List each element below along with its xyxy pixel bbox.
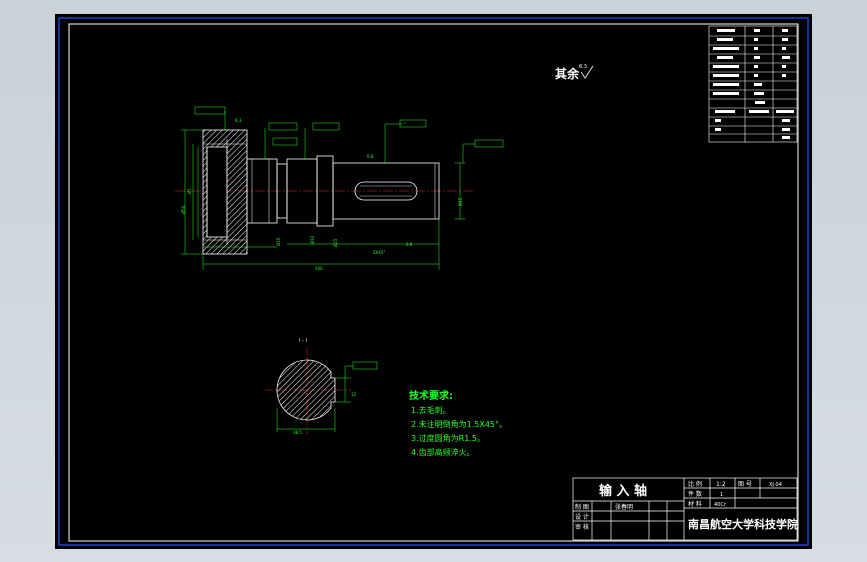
svg-text:200: 200 (315, 266, 323, 271)
svg-text:2X45°: 2X45° (373, 250, 385, 255)
material-label: 材 料 (688, 500, 702, 508)
section-dim-label: 38.5 (293, 430, 302, 435)
sheet-border-outer (58, 17, 809, 546)
tech-item-2: 2.未注明倒角为1.5X45°。 (411, 419, 507, 429)
technical-requirements: 技术要求: 1.去毛刺。 2.未注明倒角为1.5X45°。 3.过度圆角为R1.… (409, 389, 507, 457)
scale-label: 比 例 (688, 480, 702, 488)
tech-title: 技术要求: (409, 389, 453, 402)
tech-item-4: 4.齿部高频淬火。 (411, 447, 475, 457)
roughness-value: 6.3 (579, 64, 587, 70)
scale-value: 1:2 (716, 481, 726, 488)
svg-text:Ø25: Ø25 (333, 238, 338, 247)
gear-parameter-table (708, 25, 798, 143)
table-cell-marks (713, 29, 794, 139)
section-view (265, 347, 351, 434)
quantity-value: 1 (720, 492, 723, 498)
roughness-symbol-icon (580, 65, 594, 79)
part-name: 输 入 轴 (599, 483, 647, 499)
title-block-text: 输 入 轴 比 例 1:2 图 号 XJ-04 件 数 1 材 料 40Cr 制… (575, 480, 798, 531)
school-name: 南昌航空大学科技学院 (688, 517, 798, 531)
drafter-label: 制 图 (575, 503, 589, 511)
svg-text:Ø35: Ø35 (276, 237, 281, 246)
drawing-sheet[interactable]: 其余 6.3 (55, 14, 812, 549)
svg-text:Ø1: Ø1 (187, 188, 192, 194)
roughness-note: 其余 (555, 66, 580, 81)
section-label: I - I (299, 338, 307, 344)
svg-text:0.8: 0.8 (367, 154, 374, 159)
svg-text:0.8: 0.8 (406, 242, 413, 247)
main-view-dimensions (181, 111, 475, 270)
material-value: 40Cr (714, 502, 727, 508)
drawing-no-value: XJ-04 (769, 482, 782, 488)
title-block (572, 477, 798, 541)
sheet-border-inner (68, 23, 799, 542)
drawing-no-label: 图 号 (738, 481, 752, 488)
keyway-width-label: 12 (351, 392, 357, 397)
section-dimensions (276, 361, 378, 432)
tolerance-frames (194, 106, 504, 148)
tech-item-3: 3.过度圆角为R1.5。 (411, 433, 485, 443)
svg-text:6.3: 6.3 (235, 118, 242, 123)
drafter-name: 张春明 (615, 503, 633, 511)
svg-text:Ø50: Ø50 (181, 205, 186, 214)
reviewer-label: 审 核 (575, 523, 589, 531)
svg-text:Ø32: Ø32 (310, 235, 315, 244)
shaft-main-view (175, 129, 475, 255)
tech-item-1: 1.去毛刺。 (411, 405, 451, 415)
drawing-canvas[interactable]: 其余 6.3 (55, 14, 812, 549)
quantity-label: 件 数 (688, 490, 702, 498)
dimension-labels: 200 Ø1 Ø50 Ø45 Ø35 Ø32 Ø25 2X45° 0.8 6.3… (181, 118, 463, 271)
designer-label: 设 计 (575, 513, 589, 521)
svg-text:Ø45: Ø45 (458, 197, 463, 206)
